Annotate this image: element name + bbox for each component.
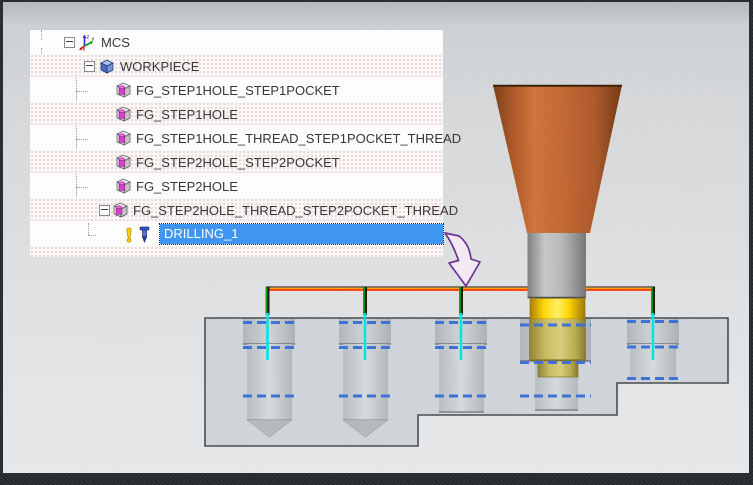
tree-item-label: FG_STEP1HOLE_THREAD_STEP1POCKET_THREAD [136,130,462,146]
tool-pilot-step [537,360,579,378]
workpiece-cube-icon [98,58,115,74]
mcs-axes-icon: z y x [78,33,96,51]
tree-item-label: FG_STEP2HOLE_THREAD_STEP2POCKET_THREAD [133,202,459,218]
drilling-tool [493,84,622,378]
collapse-minus-icon[interactable] [64,36,75,48]
tree-item-fg-step1hole-step1pocket[interactable]: FG_STEP1HOLE_STEP1POCKET [30,78,443,102]
workpiece-block [204,317,729,447]
tree-item-label: WORKPIECE [120,58,200,74]
feature-group-icon [116,154,131,170]
drill-axis-lines [266,313,655,360]
engage-move-3 [459,287,463,315]
tree-item-label: FG_STEP1HOLE_STEP1POCKET [136,82,340,98]
tree-item-mcs[interactable]: z y x MCS [30,30,443,54]
warning-exclamation-icon [123,226,135,243]
engage-move-5 [651,287,655,315]
tree-item-workpiece[interactable]: WORKPIECE [30,54,443,78]
tree-item-label: FG_STEP1HOLE [136,106,238,122]
operation-navigator: z y x MCS WORKPIECE [30,30,461,257]
engage-move-1 [265,287,270,315]
collapse-minus-icon[interactable] [84,60,95,72]
feature-group-icon [113,202,128,218]
engage-move-2 [363,287,367,315]
svg-text:y: y [92,37,95,43]
tree-item-fg-step1hole[interactable]: FG_STEP1HOLE [30,102,443,126]
tree-item-label: FG_STEP2HOLE [136,178,238,194]
tree-item-fg-step1hole-thread[interactable]: FG_STEP1HOLE_THREAD_STEP1POCKET_THREAD [30,126,461,150]
feature-depth-markers [243,320,679,398]
drill-operation-icon [138,226,151,243]
hole-1 [243,318,295,438]
feature-group-icon [116,106,131,122]
tool-cutter [529,298,586,320]
feature-group-icon [116,82,131,98]
tree-item-fg-step2hole-step2pocket[interactable]: FG_STEP2HOLE_STEP2POCKET [30,150,443,174]
tool-shank [527,233,586,298]
tool-holder-cone [493,85,622,233]
tree-panel-footer [30,246,443,257]
feature-group-icon [116,130,131,146]
tree-item-fg-step2hole[interactable]: FG_STEP2HOLE [30,174,443,198]
annotation-arrow [444,232,481,287]
tree-item-label: FG_STEP2HOLE_STEP2POCKET [136,154,340,170]
toolpath [265,286,655,315]
tree-item-fg-step2hole-thread[interactable]: FG_STEP2HOLE_THREAD_STEP2POCKET_THREAD [30,198,458,222]
tree-item-label: MCS [101,34,130,50]
feature-group-icon [116,178,131,194]
collapse-minus-icon[interactable] [99,204,110,216]
svg-text:x: x [83,47,86,52]
svg-text:z: z [87,35,90,41]
tree-item-label-selected: DRILLING_1 [159,223,444,245]
tree-item-drilling-1[interactable]: DRILLING_1 [30,222,444,246]
